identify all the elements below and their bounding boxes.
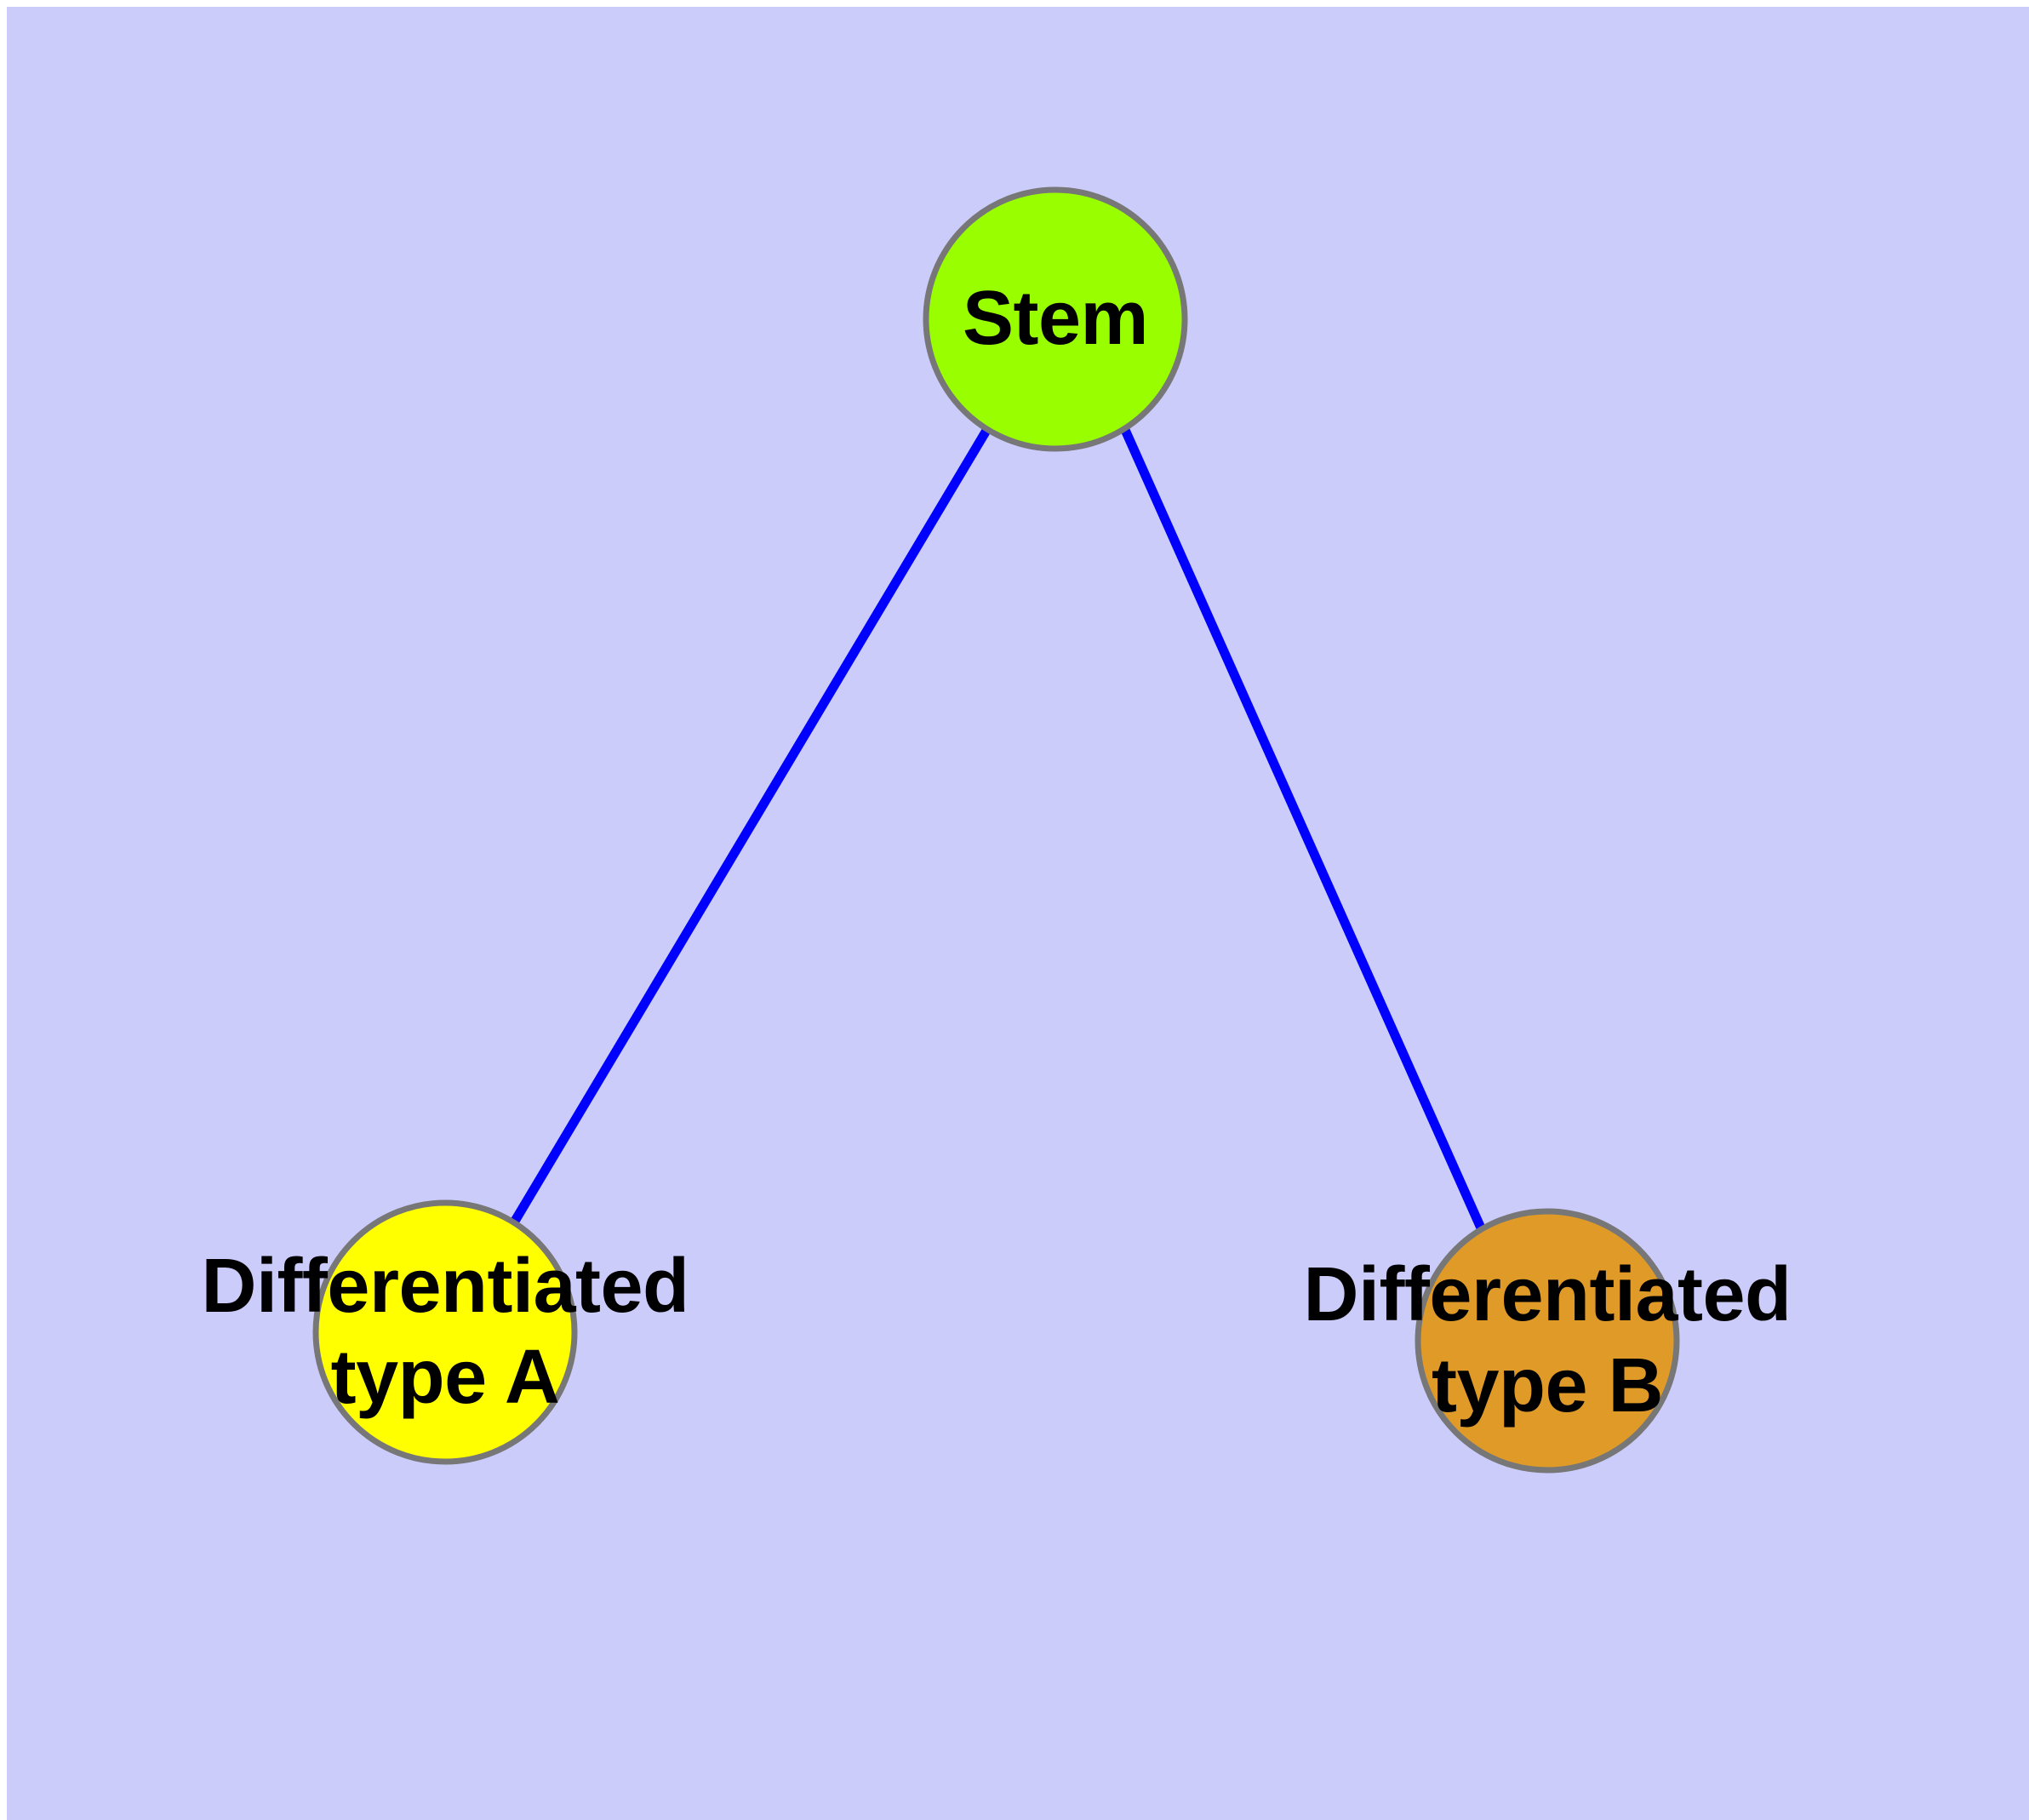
edge-stem-to-differentiated-type-b (1120, 427, 1488, 1234)
node-differentiated-type-a[interactable] (312, 1199, 578, 1465)
edge-layer (507, 426, 1488, 1234)
node-differentiated-type-b[interactable] (1415, 1208, 1680, 1474)
edge-stem-to-differentiated-type-a (507, 426, 992, 1229)
node-layer (312, 186, 1680, 1474)
node-stem[interactable] (923, 186, 1188, 452)
